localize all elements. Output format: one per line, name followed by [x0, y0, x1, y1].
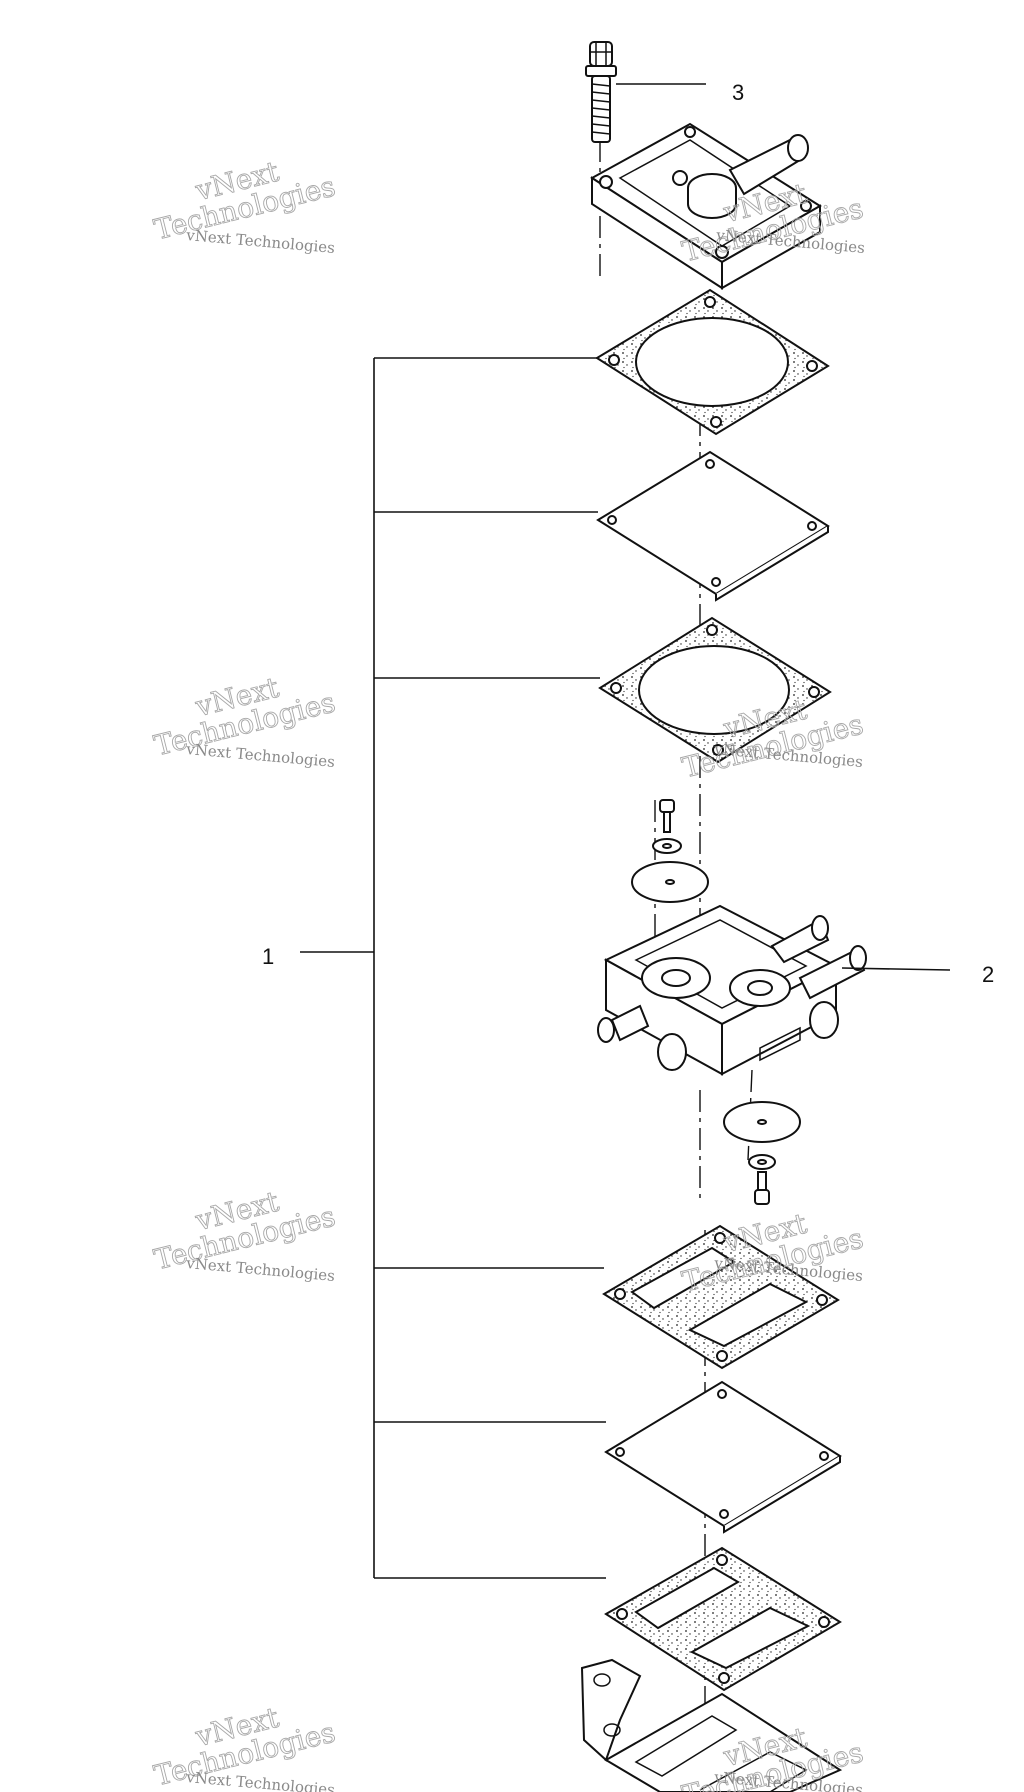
svg-text:vNext Technologies: vNext Technologies: [185, 226, 336, 257]
gasket-lower-1: [602, 1224, 840, 1370]
pump-top-cover: [590, 122, 822, 290]
valve-screw-lower: [723, 1101, 801, 1205]
callout-2-leader: [841, 967, 951, 971]
callout-3: 3: [732, 80, 744, 105]
gasket-upper-2: [598, 616, 832, 764]
watermark-left-4-small: vNext Technologies: [185, 1768, 336, 1792]
diaphragm-lower: [604, 1380, 842, 1534]
callout-1: 1: [262, 944, 274, 969]
diaphragm-upper: [596, 450, 830, 602]
callout-2: 2: [982, 962, 994, 987]
pump-body-part-2: [597, 904, 867, 1076]
watermark-left-2-small: vNext Technologies: [185, 740, 336, 771]
gasket-lower-2: [604, 1546, 842, 1692]
assembly-bracket: [300, 357, 606, 1579]
screw-part-3: [585, 41, 617, 143]
svg-text:vNext Technologies: vNext Technologies: [185, 1254, 336, 1285]
pump-base-plate: [580, 1658, 843, 1792]
svg-text:vNext Technologies: vNext Technologies: [185, 1768, 336, 1792]
svg-text:vNext Technologies: vNext Technologies: [185, 740, 336, 771]
watermark-left-3-small: vNext Technologies: [185, 1254, 336, 1285]
watermark-left-1-small: vNext Technologies: [185, 226, 336, 257]
gasket-upper-1: [595, 288, 830, 436]
valve-screw-upper: [631, 799, 709, 903]
